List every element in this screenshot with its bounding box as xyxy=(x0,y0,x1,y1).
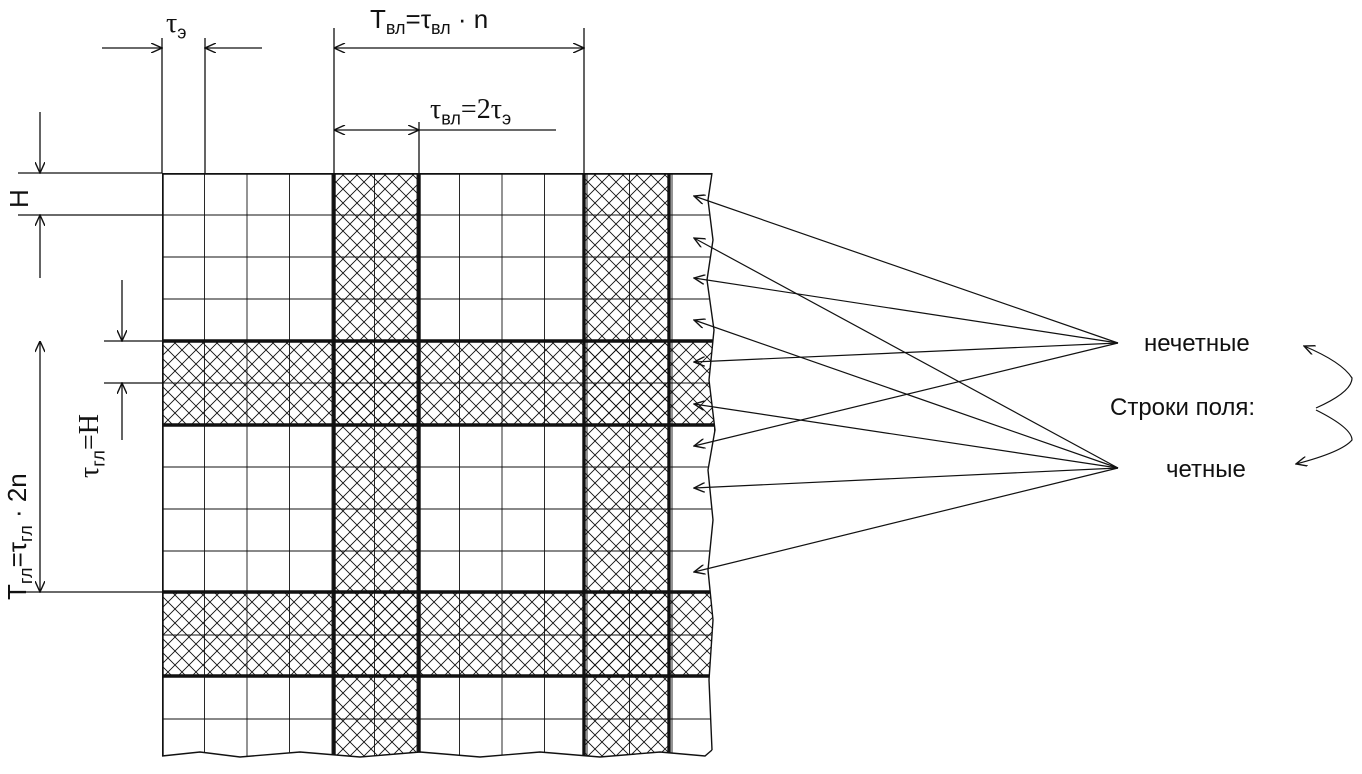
label-field-rows: Строки поля: xyxy=(1110,394,1256,421)
leader-lines xyxy=(694,196,1353,572)
leader-even-1 xyxy=(694,238,1119,469)
torn-edge-bottom xyxy=(161,749,713,758)
leader-odd-2 xyxy=(694,278,1119,344)
fork-arrow-odd xyxy=(1304,346,1353,409)
hatched-row-band-2 xyxy=(162,592,715,676)
label-tau-gl: τгл=H xyxy=(74,414,109,478)
label-T-gl: Tгл=τгл · 2n xyxy=(2,473,37,600)
label-even-rows: четные xyxy=(1166,456,1246,483)
fork-arrow-even xyxy=(1296,409,1353,464)
torn-edge-right xyxy=(706,172,716,751)
label-H: H xyxy=(4,189,34,208)
leader-even-3 xyxy=(694,404,1119,469)
label-tau-vl: τвл=2τэ xyxy=(430,94,512,129)
label-tau-e: τэ xyxy=(166,8,187,43)
leader-even-5 xyxy=(694,467,1119,572)
label-odd-rows: нечетные xyxy=(1144,330,1250,357)
label-T-vl: Tвл=τвл · n xyxy=(370,4,489,39)
scan-grid xyxy=(162,173,715,757)
dimension-lines xyxy=(18,28,584,592)
leader-even-2 xyxy=(694,320,1119,469)
leader-odd-1 xyxy=(694,196,1119,344)
leader-even-4 xyxy=(694,467,1119,488)
